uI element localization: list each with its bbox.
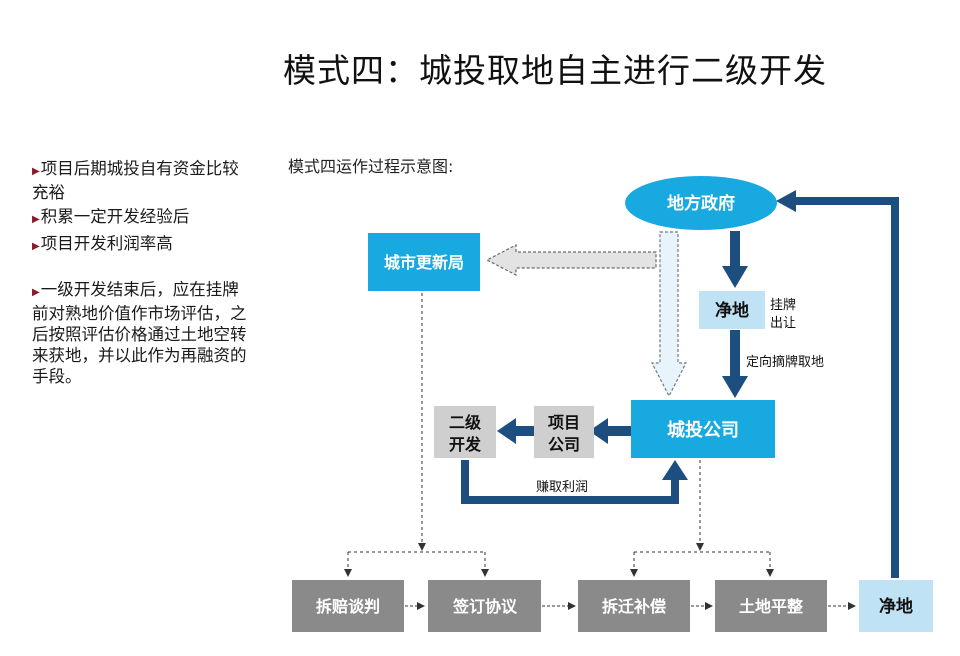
dashed-left-arrow xyxy=(485,244,657,276)
bullet-item: ▶项目开发利润率高 xyxy=(32,233,247,257)
sign-agreement-label: 签订协议 xyxy=(452,597,518,616)
profit-arrow-head xyxy=(662,460,688,480)
bullet-text: 一级开发结束后，应在挂牌前对熟地价值作市场评估，之后按照评估价格通过土地空转来获… xyxy=(32,280,247,386)
bullet-item: ▶项目后期城投自有资金比较充裕 xyxy=(32,158,247,203)
return-arrow xyxy=(790,197,899,578)
urban-renewal-node xyxy=(368,233,480,291)
secondary-development-node xyxy=(434,406,496,458)
bullet-arrow-icon: ▶ xyxy=(32,287,40,298)
bullet-text: 项目后期城投自有资金比较充裕 xyxy=(32,159,239,202)
to-project-arrow-shaft xyxy=(606,426,632,436)
profit-arrow xyxy=(461,460,679,504)
project-company-label-line2: 公司 xyxy=(548,435,580,454)
gov-down-arrow-shaft xyxy=(730,231,740,269)
dashed-down-arrow xyxy=(651,231,687,398)
bullet-arrow-icon: ▶ xyxy=(32,214,40,225)
relocation-compensation-label: 拆迁补偿 xyxy=(602,597,666,616)
project-company-label-line1: 项目 xyxy=(548,413,580,432)
local-government-node xyxy=(625,176,777,230)
return-arrow-head xyxy=(776,190,796,212)
gov-down-arrow-head xyxy=(722,266,748,288)
land-down-arrow-shaft xyxy=(730,330,740,378)
profit-label: 赚取利润 xyxy=(536,479,588,495)
to-secondary-arrow-head xyxy=(497,418,516,444)
chengtou-company-node xyxy=(631,400,775,458)
secondary-development-label-line2: 开发 xyxy=(449,435,482,454)
bullet-item: ▶一级开发结束后，应在挂牌前对熟地价值作市场评估，之后按照评估价格通过土地空转来… xyxy=(32,279,247,387)
land-down-arrow-head xyxy=(722,376,748,398)
delist-label: 定向摘牌取地 xyxy=(746,354,824,370)
secondary-development-label-line1: 二级 xyxy=(449,413,482,432)
diagram-subtitle: 模式四运作过程示意图: xyxy=(288,157,454,176)
listing-label-line2: 出让 xyxy=(770,316,796,331)
clean-land-top-node xyxy=(699,291,765,329)
bullet-item: ▶积累一定开发经验后 xyxy=(32,206,247,230)
relocation-compensation-node xyxy=(578,580,690,632)
demolition-negotiation-label: 拆赔谈判 xyxy=(316,597,380,616)
land-leveling-label: 土地平整 xyxy=(739,597,803,616)
bullet-list: ▶项目后期城投自有资金比较充裕 ▶积累一定开发经验后 ▶项目开发利润率高 ▶一级… xyxy=(32,158,247,390)
bullet-arrow-icon: ▶ xyxy=(32,241,40,252)
demolition-negotiation-node xyxy=(292,580,404,632)
page-title: 模式四：城投取地自主进行二级开发 xyxy=(283,51,827,90)
to-project-arrow-head xyxy=(589,418,608,444)
sign-agreement-node xyxy=(428,580,541,632)
local-government-label: 地方政府 xyxy=(667,193,735,214)
listing-label-line1: 挂牌 xyxy=(770,297,796,313)
bullet-arrow-icon: ▶ xyxy=(32,166,40,177)
to-secondary-arrow-shaft xyxy=(514,426,534,436)
clean-land-bottom-node xyxy=(859,580,933,632)
clean-land-bottom-label: 净地 xyxy=(879,596,913,617)
urban-renewal-label: 城市更新局 xyxy=(384,253,464,272)
chengtou-company-label: 城投公司 xyxy=(667,419,739,441)
project-company-node xyxy=(534,406,594,458)
bullet-text: 项目开发利润率高 xyxy=(40,234,173,253)
clean-land-top-label: 净地 xyxy=(715,300,749,321)
bullet-text: 积累一定开发经验后 xyxy=(40,207,190,226)
land-leveling-node xyxy=(715,580,827,632)
